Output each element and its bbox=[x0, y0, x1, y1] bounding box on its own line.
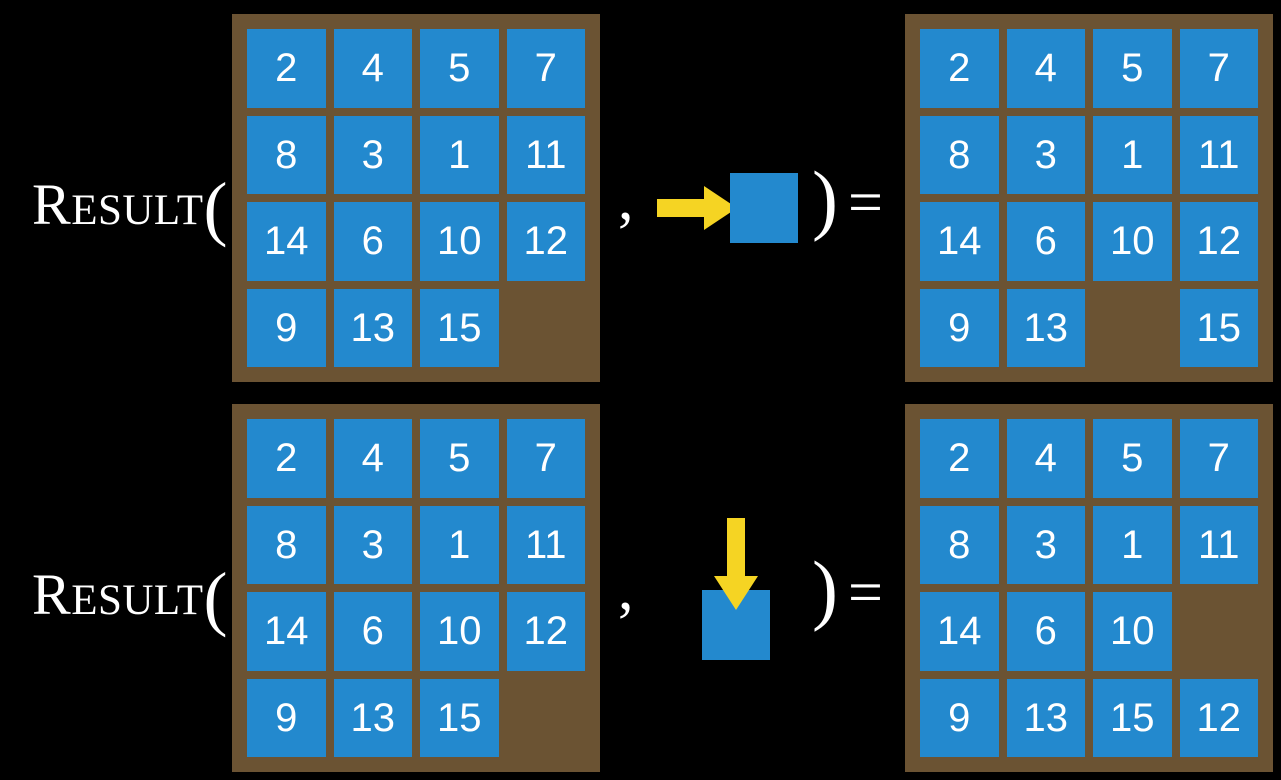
paren-open-row-2: ( bbox=[203, 558, 228, 638]
equals-sign-row-2: = bbox=[848, 559, 883, 627]
tile[interactable]: 5 bbox=[1093, 29, 1172, 108]
tile[interactable]: 6 bbox=[333, 202, 412, 281]
tile[interactable]: 1 bbox=[420, 505, 499, 584]
tile[interactable]: 13 bbox=[1006, 678, 1085, 757]
tile[interactable]: 11 bbox=[506, 115, 585, 194]
empty-slot bbox=[1093, 289, 1172, 368]
tile[interactable]: 2 bbox=[247, 419, 326, 498]
tile[interactable]: 15 bbox=[420, 288, 499, 367]
result-board-row-1: 2 4 5 7 8 3 1 11 14 6 10 12 9 13 15 bbox=[905, 14, 1273, 382]
tile[interactable]: 3 bbox=[1006, 505, 1085, 584]
tile[interactable]: 3 bbox=[1006, 115, 1085, 194]
result-function-label-row-2: RESULT( bbox=[32, 562, 228, 634]
tile[interactable]: 1 bbox=[1093, 505, 1172, 584]
tile[interactable]: 5 bbox=[1093, 419, 1172, 498]
tile[interactable]: 11 bbox=[1179, 505, 1258, 584]
tile[interactable]: 2 bbox=[920, 29, 999, 108]
tile[interactable]: 13 bbox=[333, 678, 412, 757]
tile[interactable]: 7 bbox=[1179, 419, 1258, 498]
tile[interactable]: 8 bbox=[920, 505, 999, 584]
move-operand-row-1 bbox=[650, 160, 810, 260]
empty-slot bbox=[507, 289, 586, 368]
tile[interactable]: 7 bbox=[1179, 29, 1258, 108]
tile[interactable]: 6 bbox=[1006, 202, 1085, 281]
tile[interactable]: 3 bbox=[333, 115, 412, 194]
arrow-right-icon bbox=[657, 186, 737, 230]
tile[interactable]: 6 bbox=[1006, 592, 1085, 671]
tile[interactable]: 8 bbox=[920, 115, 999, 194]
tile[interactable]: 7 bbox=[506, 29, 585, 108]
tile[interactable]: 4 bbox=[333, 419, 412, 498]
tile[interactable]: 13 bbox=[1006, 288, 1085, 367]
tile[interactable]: 14 bbox=[920, 202, 999, 281]
tile[interactable]: 10 bbox=[1093, 202, 1172, 281]
tile[interactable]: 4 bbox=[1006, 29, 1085, 108]
arrow-down-icon bbox=[714, 518, 758, 610]
tile[interactable]: 10 bbox=[420, 202, 499, 281]
tile[interactable]: 12 bbox=[506, 202, 585, 281]
result-label-initial: R bbox=[32, 562, 72, 627]
tile[interactable]: 8 bbox=[247, 115, 326, 194]
equals-sign-row-1: = bbox=[848, 169, 883, 237]
result-label-rest: ESULT bbox=[71, 577, 204, 624]
tile[interactable]: 15 bbox=[1179, 288, 1258, 367]
tile[interactable]: 9 bbox=[247, 288, 326, 367]
tile[interactable]: 12 bbox=[1179, 678, 1258, 757]
tile[interactable]: 10 bbox=[420, 592, 499, 671]
empty-slot bbox=[1180, 592, 1259, 671]
tile[interactable]: 1 bbox=[1093, 115, 1172, 194]
tile[interactable]: 11 bbox=[1179, 115, 1258, 194]
tile[interactable]: 6 bbox=[333, 592, 412, 671]
tile[interactable]: 8 bbox=[247, 505, 326, 584]
result-label-initial: R bbox=[32, 172, 72, 237]
tile[interactable]: 4 bbox=[333, 29, 412, 108]
paren-open-row-1: ( bbox=[203, 168, 228, 248]
tile[interactable]: 3 bbox=[333, 505, 412, 584]
input-board-row-1: 2 4 5 7 8 3 1 11 14 6 10 12 9 13 15 bbox=[232, 14, 600, 382]
move-operand-row-2 bbox=[690, 500, 820, 680]
tile[interactable]: 5 bbox=[420, 419, 499, 498]
equation-row-2: RESULT( 2 4 5 7 8 3 1 11 14 6 10 12 9 13… bbox=[0, 390, 1281, 780]
tile[interactable]: 10 bbox=[1093, 592, 1172, 671]
tile[interactable]: 2 bbox=[247, 29, 326, 108]
paren-close-row-1: ) bbox=[812, 155, 838, 242]
paren-close-row-2: ) bbox=[812, 545, 838, 632]
tile[interactable]: 15 bbox=[420, 678, 499, 757]
tile[interactable]: 15 bbox=[1093, 678, 1172, 757]
result-board-row-2: 2 4 5 7 8 3 1 11 14 6 10 9 13 15 12 bbox=[905, 404, 1273, 772]
tile[interactable]: 12 bbox=[506, 592, 585, 671]
result-label-rest: ESULT bbox=[71, 187, 204, 234]
tile[interactable]: 14 bbox=[920, 592, 999, 671]
tile[interactable]: 4 bbox=[1006, 419, 1085, 498]
tile[interactable]: 5 bbox=[420, 29, 499, 108]
tile[interactable]: 7 bbox=[506, 419, 585, 498]
argument-separator-row-2: , bbox=[618, 555, 634, 623]
input-board-row-2: 2 4 5 7 8 3 1 11 14 6 10 12 9 13 15 bbox=[232, 404, 600, 772]
tile[interactable]: 9 bbox=[247, 678, 326, 757]
argument-separator-row-1: , bbox=[618, 165, 634, 233]
equation-row-1: RESULT( 2 4 5 7 8 3 1 11 14 6 10 12 9 13… bbox=[32, 14, 1273, 382]
moving-tile-row-1[interactable] bbox=[730, 173, 798, 243]
tile[interactable]: 2 bbox=[920, 419, 999, 498]
empty-slot bbox=[507, 679, 586, 758]
tile[interactable]: 14 bbox=[247, 202, 326, 281]
result-function-label-row-1: RESULT( bbox=[32, 172, 228, 244]
tile[interactable]: 1 bbox=[420, 115, 499, 194]
tile[interactable]: 9 bbox=[920, 288, 999, 367]
tile[interactable]: 13 bbox=[333, 288, 412, 367]
tile[interactable]: 9 bbox=[920, 678, 999, 757]
tile[interactable]: 11 bbox=[506, 505, 585, 584]
tile[interactable]: 12 bbox=[1179, 202, 1258, 281]
tile[interactable]: 14 bbox=[247, 592, 326, 671]
